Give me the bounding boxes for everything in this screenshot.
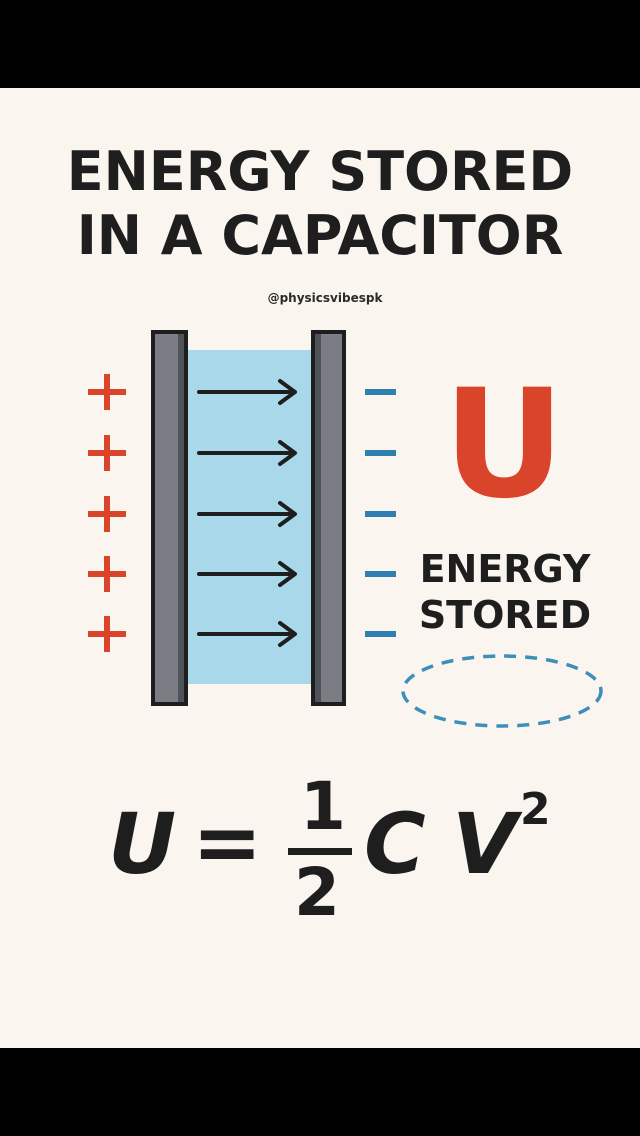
formula-denominator: 2 [294, 854, 340, 931]
field-arrows [197, 379, 297, 647]
negative-charge [365, 389, 396, 395]
field-arrow [197, 621, 297, 647]
negative-charge [365, 631, 396, 637]
page-title: ENERGY STORED IN A CAPACITOR [0, 140, 640, 268]
negative-charges [365, 389, 396, 637]
field-arrow [197, 501, 297, 527]
energy-formula: U = 1 2 C V 2 [108, 774, 558, 938]
negative-charge [365, 450, 396, 456]
positive-charge [88, 556, 126, 592]
capacitor-diagram [88, 330, 603, 728]
formula-fraction-bar [288, 848, 352, 855]
formula-capacitance: C [364, 795, 426, 893]
field-arrow [197, 379, 297, 405]
energy-symbol: U [443, 358, 565, 532]
negative-charge [365, 571, 396, 577]
electric-field-region [186, 350, 316, 684]
positive-charge [88, 435, 126, 471]
formula-energy: U [108, 795, 177, 893]
positive-charges [88, 374, 126, 652]
title-line-2: IN A CAPACITOR [76, 204, 564, 267]
positive-charge [88, 374, 126, 410]
energy-stored-label: ENERGY STORED [410, 546, 600, 638]
formula-voltage: V [452, 795, 518, 893]
field-arrow [197, 440, 297, 466]
energy-label-line-1: ENERGY [419, 547, 591, 591]
positive-charge [88, 616, 126, 652]
positive-plate-edge [178, 334, 184, 702]
field-arrow [197, 561, 297, 587]
creator-handle: @physicsvibespk [267, 291, 383, 305]
negative-plate-edge [315, 334, 321, 702]
formula-exponent: 2 [520, 784, 551, 835]
positive-charge [88, 496, 126, 532]
title-line-1: ENERGY STORED [66, 140, 574, 203]
dashed-ellipse [401, 654, 603, 728]
negative-charge [365, 511, 396, 517]
energy-label-line-2: STORED [418, 593, 592, 637]
formula-equals: = [192, 793, 263, 891]
formula-numerator: 1 [300, 768, 346, 845]
poster: ENERGY STORED IN A CAPACITOR @physicsvib… [0, 88, 640, 1048]
